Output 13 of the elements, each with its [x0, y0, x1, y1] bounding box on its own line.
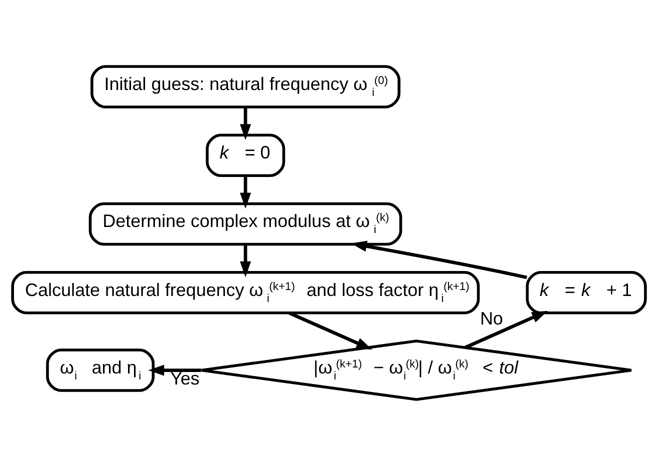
arrow [240, 244, 251, 278]
arrow [240, 176, 251, 209]
node-box: k = k + 1 [526, 270, 647, 314]
arrow [288, 311, 372, 350]
arrow [350, 240, 528, 280]
node-box: k = 0 [206, 134, 286, 178]
node-diamond: |ω$_{i}$$^{(k+1)}$ − ω$_{i}$$^{(k)}$| / ω$_{i}$$^{(k)}$ < tol [200, 340, 633, 401]
arrow [148, 364, 202, 376]
edge-label: No [480, 308, 504, 329]
arrow [240, 107, 251, 140]
edge-label: Yes [170, 368, 200, 389]
node-box: ω$_{i}$ and η$_{i}$ [46, 348, 155, 392]
arrow [464, 310, 548, 350]
